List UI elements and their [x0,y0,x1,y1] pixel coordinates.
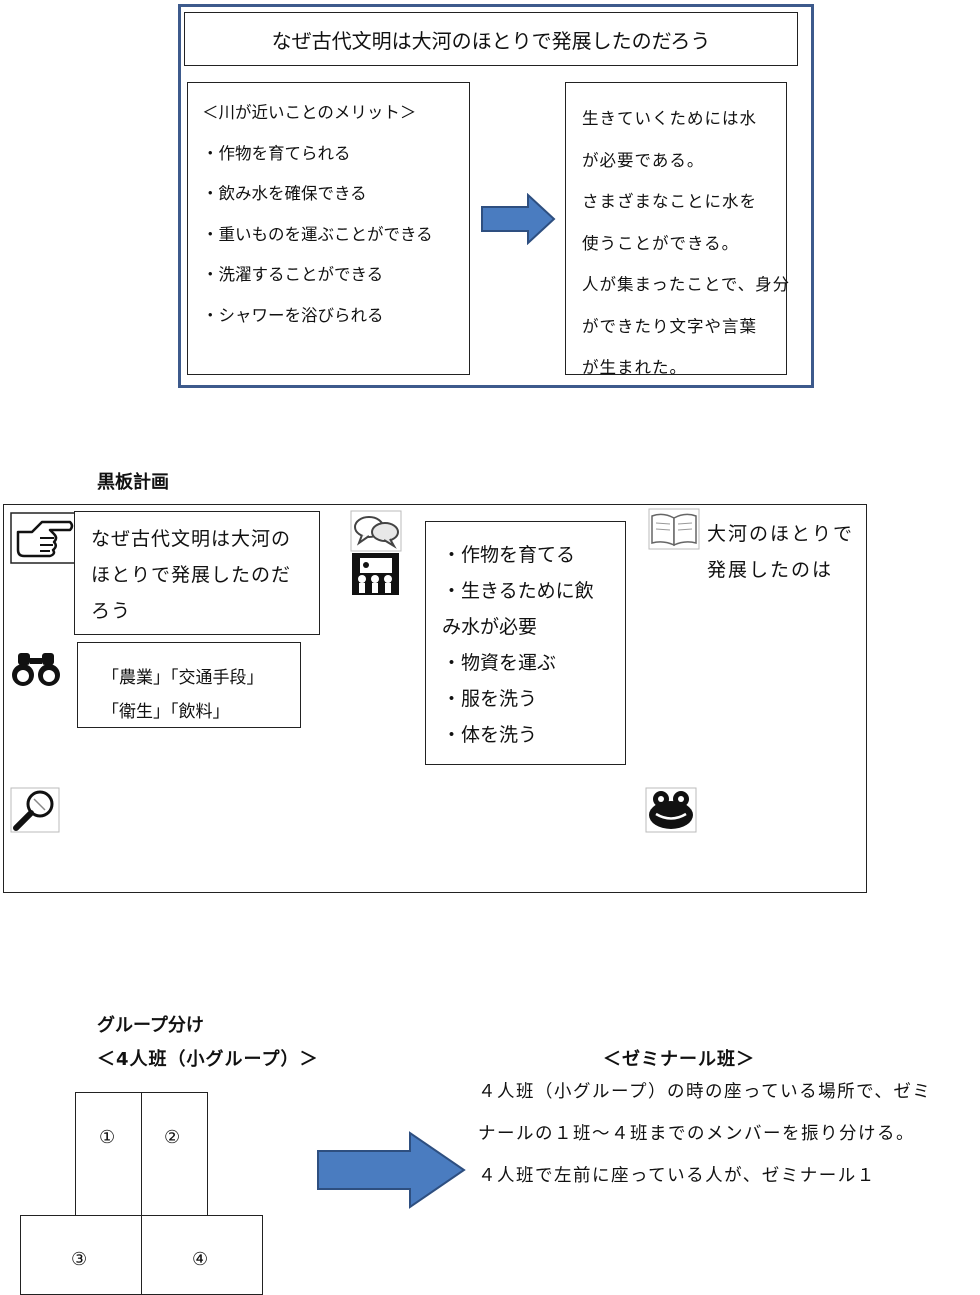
seat-1 [75,1092,142,1217]
conclusion-box: 生きていくためには水 が必要である。 さまざまなことに水を 使うことができる。 … [565,82,791,377]
pointing-hand-icon [10,512,76,564]
conclusion-line: が生まれた。 [582,358,687,377]
keywords-line: 「衛生」「飲料」 [102,702,230,722]
answer-line: 発展したのは [707,559,834,581]
seminar-line: ４人班（小グループ）の時の座っている場所で、ゼミ [478,1082,932,1102]
merits-heading: ＜川が近いことのメリット＞ [202,103,417,122]
seat-number: ① [99,1127,116,1148]
seminar-line: ４人班で左前に座っている人が、ゼミナール１ [478,1166,876,1186]
seminar-description: ４人班（小グループ）の時の座っている場所で、ゼミ ナールの１班〜４班までのメンバ… [478,1078,931,1204]
seat-3 [20,1215,142,1295]
binoculars-icon [12,653,60,686]
right-arrow-icon [317,1131,466,1209]
keywords-line: 「農業」「交通手段」 [102,668,264,688]
list-item: ・生きるために飲 [442,580,594,602]
merit-item: ・シャワーを浴びられる [202,305,384,325]
open-book-icon [648,508,700,550]
merit-item: ・飲み水を確保できる [202,184,367,204]
right-arrow-icon [481,193,556,245]
conclusion-line: 生きていくためには水 [582,109,757,128]
conclusion-line: さまざまなことに水を [582,192,757,211]
list-item: み水が必要 [442,616,538,638]
answer-text: 大河のほとりで 発展したのは [707,519,854,591]
question-line: ほとりで発展したのだ [91,564,292,586]
frog-icon [645,787,697,833]
seminar-line: ナールの１班〜４班までのメンバーを振り分ける。 [478,1124,915,1144]
list-item: ・体を洗う [442,724,538,746]
question-line: なぜ古代文明は大河の [91,528,292,550]
merit-item: ・洗濯することができる [202,265,384,285]
seat-number: ② [164,1127,181,1148]
conclusion-line: 使うことができる。 [582,233,740,253]
conclusion-line: 人が集まったことで、身分 [582,275,791,294]
water-uses-box: ・作物を育てる ・生きるために飲 み水が必要 ・物資を運ぶ ・服を洗う ・体を洗… [425,521,626,765]
merit-item: ・作物を育てられる [202,143,351,163]
seat-number: ④ [192,1249,209,1270]
question-line: ろう [91,600,132,622]
seat-2 [141,1092,208,1217]
magnifier-icon [10,787,60,833]
four-person-group-heading: ＜4人班（小グループ）＞ [97,1049,319,1070]
presentation-icon [352,553,399,595]
list-item: ・物資を運ぶ [442,652,557,674]
summary-title: なぜ古代文明は大河のほとりで発展したのだろう [184,12,798,66]
group-heading: グループ分け [97,1015,204,1036]
list-item: ・服を洗う [442,688,538,710]
answer-line: 大河のほとりで [707,523,855,545]
seat-4 [141,1215,263,1295]
merits-box: ＜川が近いことのメリット＞ ・作物を育てられる ・飲み水を確保できる ・重いもの… [187,82,470,375]
conclusion-line: ができたり文字や言葉 [582,316,757,336]
board-heading: 黒板計画 [97,472,169,493]
speech-bubbles-icon [350,510,402,552]
seminar-group-heading: ＜ゼミナール班＞ [603,1049,755,1070]
seat-number: ③ [71,1249,88,1270]
question-box: なぜ古代文明は大河の ほとりで発展したのだ ろう [74,511,320,635]
conclusion-line: が必要である。 [582,150,705,170]
keywords-box: 「農業」「交通手段」 「衛生」「飲料」 [77,642,301,728]
list-item: ・作物を育てる [442,544,576,566]
merit-item: ・重いものを運ぶことができる [202,224,433,244]
